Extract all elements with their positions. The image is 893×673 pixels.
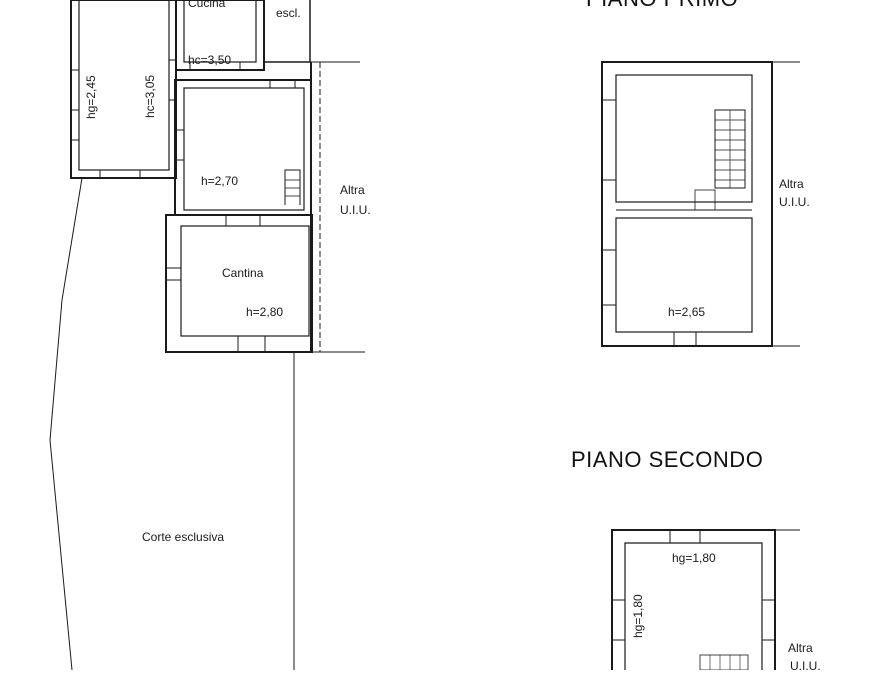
label-cantina: Cantina <box>222 266 264 280</box>
label-escl: escl. <box>276 6 301 20</box>
label-hg-top-secondo: hg=1,80 <box>672 551 716 565</box>
title-piano-primo: PIANO PRIMO <box>586 0 738 10</box>
label-cucina: Cucina <box>188 0 226 10</box>
ground-escl <box>263 0 311 70</box>
label-hg-left: hg=2,45 <box>84 75 98 119</box>
label-hg-left-secondo: hg=1,80 <box>631 594 645 638</box>
label-h-cantina: h=2,80 <box>246 305 284 319</box>
ground-middle-room <box>174 79 312 216</box>
corte-boundary <box>49 177 295 670</box>
label-altra-secondo: Altra <box>788 641 813 655</box>
ground-cantina <box>165 214 365 353</box>
label-altra-primo: Altra <box>779 177 804 191</box>
second-floor-plan <box>611 529 800 670</box>
label-hc-cucina: hc=3,50 <box>188 53 232 67</box>
label-corte-esclusiva: Corte esclusiva <box>142 530 225 544</box>
label-h-room: h=2,70 <box>201 174 239 188</box>
label-uiu-secondo: U.I.U. <box>790 659 821 673</box>
label-hc-left: hc=3,05 <box>143 74 157 118</box>
label-uiu-primo: U.I.U. <box>779 195 810 209</box>
label-h-primo: h=2,65 <box>668 305 706 319</box>
title-piano-secondo: PIANO SECONDO <box>571 447 764 472</box>
label-altra-ground: Altra <box>340 183 365 197</box>
first-floor-plan <box>601 61 800 347</box>
label-uiu-ground: U.I.U. <box>340 203 371 217</box>
